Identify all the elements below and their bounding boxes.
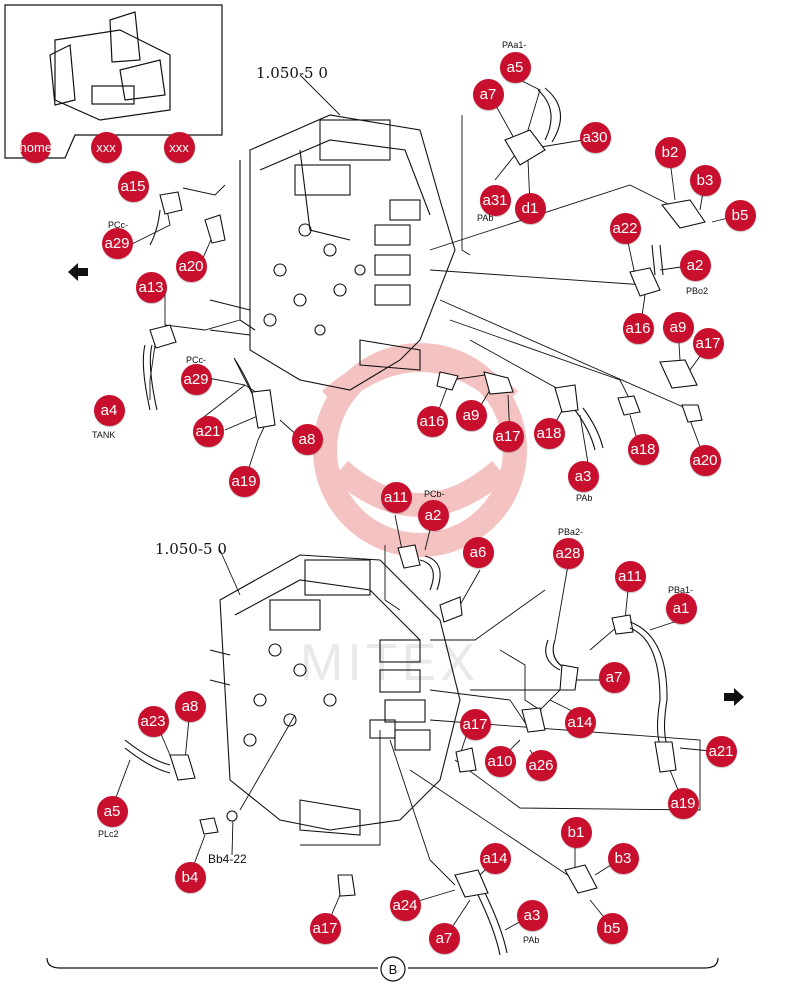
nav-xxx-button-1[interactable]: xxx [90,131,122,163]
callout-b2[interactable]: b2 [654,136,686,168]
callout-a17[interactable]: a17 [459,708,491,740]
callout-a6[interactable]: a6 [462,536,494,568]
watermark-text: MITEX [300,634,479,692]
nav-xxx-button-2[interactable]: xxx [163,131,195,163]
callout-a16[interactable]: a16 [416,405,448,437]
callout-a7[interactable]: a7 [472,78,504,110]
callout-a17[interactable]: a17 [309,912,341,944]
port-label: PBa2- [558,527,584,537]
port-label: PCc- [186,355,206,365]
callout-a8[interactable]: a8 [174,690,206,722]
callout-a16[interactable]: a16 [622,312,654,344]
callout-a29[interactable]: a29 [180,363,212,395]
callout-a1[interactable]: a1 [665,592,697,624]
callout-a17[interactable]: a17 [692,327,724,359]
callout-b5[interactable]: b5 [596,912,628,944]
callout-b3[interactable]: b3 [689,164,721,196]
reference-number-bottom: 1.050-5 0 [155,540,227,558]
callout-a11[interactable]: a11 [614,560,646,592]
section-bracket-marker [380,956,406,982]
port-label: TANK [92,430,116,440]
inset-thumbnail [4,4,223,159]
callout-a21[interactable]: a21 [192,415,224,447]
port-label: PAb [523,935,540,945]
callout-b4[interactable]: b4 [174,861,206,893]
callout-a20[interactable]: a20 [689,444,721,476]
top-valve-block [209,114,456,391]
section-bracket-label: B [389,962,398,977]
port-label: PAb [576,493,593,503]
callout-a17[interactable]: a17 [492,420,524,452]
callout-a22[interactable]: a22 [609,212,641,244]
callout-a8[interactable]: a8 [291,423,323,455]
callout-a5[interactable]: a5 [96,795,128,827]
callout-a21[interactable]: a21 [705,735,737,767]
top-fittings [142,87,706,451]
callout-a13[interactable]: a13 [135,271,167,303]
port-label: PCc- [108,220,128,230]
callout-b3[interactable]: b3 [607,842,639,874]
home-button[interactable]: home [19,131,52,163]
callout-a3[interactable]: a3 [567,460,599,492]
callout-a31[interactable]: a31 [479,184,511,216]
port-label: PBo2 [686,286,709,296]
callout-a14[interactable]: a14 [564,706,596,738]
callout-a2[interactable]: a2 [417,499,449,531]
callout-d1[interactable]: d1 [514,192,546,224]
callout-a29[interactable]: a29 [101,227,133,259]
callout-a28[interactable]: a28 [552,537,584,569]
callout-a19[interactable]: a19 [667,787,699,819]
bottom-valve-block [209,554,461,836]
callout-a11[interactable]: a11 [380,481,412,513]
callout-a24[interactable]: a24 [389,889,421,921]
port-label: PBa1- [668,585,694,595]
callout-a15[interactable]: a15 [117,170,149,202]
port-label: PAa1- [502,40,527,50]
callout-a18[interactable]: a18 [627,433,659,465]
port-label: PCb- [424,489,445,499]
callout-a9[interactable]: a9 [455,399,487,431]
callout-a9[interactable]: a9 [662,311,694,343]
callout-a30[interactable]: a30 [579,121,611,153]
callout-b1[interactable]: b1 [560,816,592,848]
callout-a23[interactable]: a23 [137,705,169,737]
port-label: PAb [477,213,494,223]
port-label: Bb4-22 [208,852,247,866]
port-label: PLc2 [98,829,119,839]
arrow-left-icon[interactable] [66,260,90,284]
arrow-right-icon[interactable] [722,685,746,709]
reference-number-top: 1.050-5 0 [256,64,328,82]
callout-a7[interactable]: a7 [428,922,460,954]
callout-a10[interactable]: a10 [484,745,516,777]
callout-a26[interactable]: a26 [525,749,557,781]
callout-a14[interactable]: a14 [479,842,511,874]
callout-a3[interactable]: a3 [516,899,548,931]
callout-a19[interactable]: a19 [228,465,260,497]
callout-a4[interactable]: a4 [93,394,125,426]
callout-a5[interactable]: a5 [499,51,531,83]
callout-a20[interactable]: a20 [175,250,207,282]
callout-a7[interactable]: a7 [598,661,630,693]
callout-a2[interactable]: a2 [679,249,711,281]
callout-a18[interactable]: a18 [533,417,565,449]
callout-b5[interactable]: b5 [724,199,756,231]
section-bracket [46,957,719,969]
bottom-fittings [124,544,677,956]
